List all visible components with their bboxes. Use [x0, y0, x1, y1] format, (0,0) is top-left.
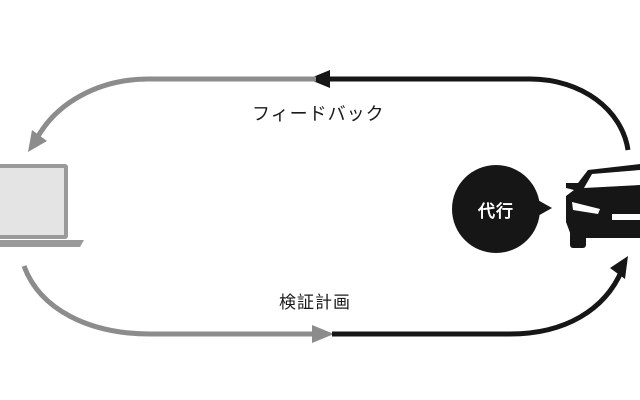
verification-plan-label: 検証計画: [279, 293, 351, 313]
speech-bubble-tail: [536, 199, 552, 217]
laptop-icon: [0, 164, 84, 247]
proxy-speech-bubble: 代行: [452, 165, 540, 253]
feedback-label: フィードバック: [252, 104, 385, 125]
feedback-arrow-dark-segment: [322, 76, 631, 151]
proxy-label: 代行: [478, 201, 514, 222]
plan-arrowhead-dark: [610, 256, 628, 279]
feedback-arrowhead-gray: [28, 130, 47, 152]
plan-arrow-dark-segment: [332, 269, 625, 337]
car-front-icon: [566, 164, 640, 248]
plan-arrowhead-gray: [312, 325, 334, 343]
feedback-arrowhead-dark: [308, 70, 330, 88]
plan-arrow-gray-segment: [21, 265, 318, 337]
feedback-arrow-gray-segment: [33, 76, 316, 142]
